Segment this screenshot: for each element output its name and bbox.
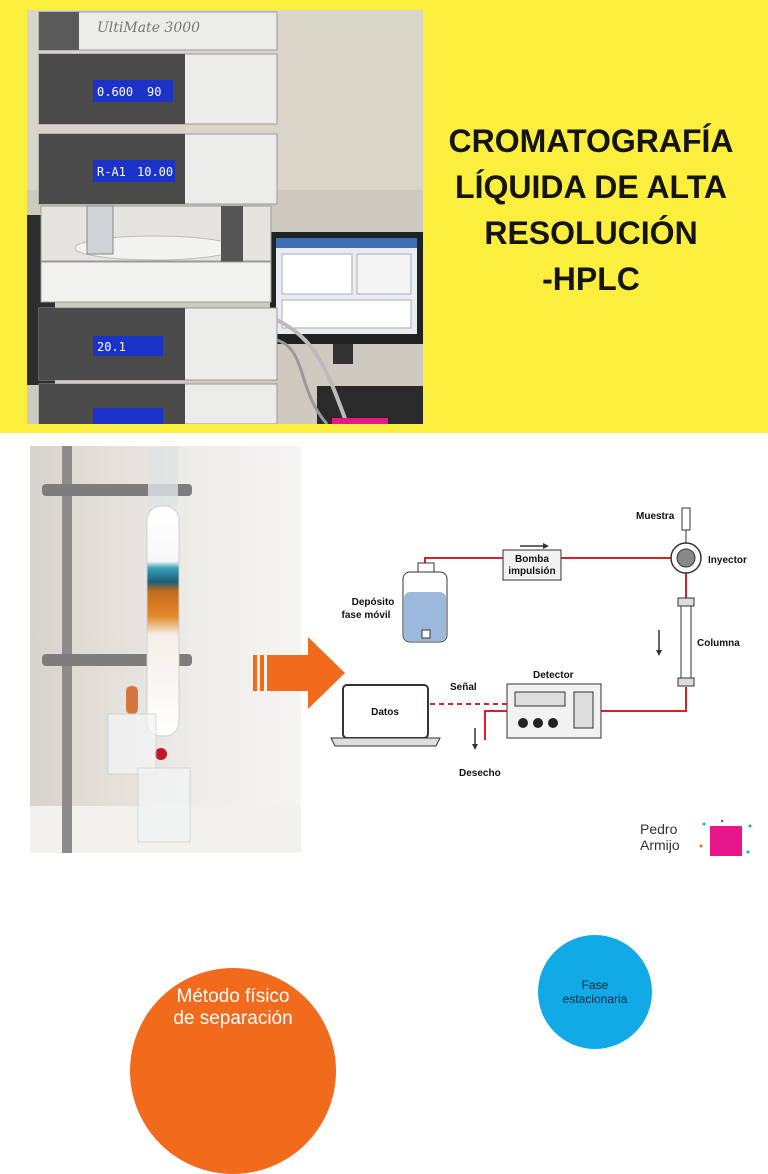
sample-syringe-icon	[681, 507, 691, 544]
hplc-instrument-illustration: UltiMate 3000 0.600 90 R-A1 10.00 20.1	[27, 10, 423, 424]
mobile-phase-reservoir	[402, 562, 448, 643]
blue-bubble: Fase estacionaria	[538, 935, 652, 1049]
author-first-name: Pedro	[640, 821, 678, 837]
laptop-icon: Datos	[330, 684, 441, 747]
author-name: Pedro Armijo	[640, 821, 680, 853]
sampler-position-readout: R-A1	[97, 165, 126, 179]
waste-arrow-icon	[472, 728, 478, 750]
injector-label: Inyector	[708, 555, 747, 566]
reservoir-label-line1: Depósito	[352, 597, 395, 608]
blue-bubble-line1: Fase	[581, 978, 609, 992]
injector-valve	[670, 542, 702, 574]
beaker	[137, 767, 191, 843]
ultimate-logo: UltiMate 3000	[97, 20, 200, 36]
pump-label-line1: Bomba	[515, 554, 549, 565]
orange-bubble: Método físico de separación	[130, 968, 336, 1174]
reservoir-label-line2: fase móvil	[342, 610, 391, 621]
pump-label-line2: impulsión	[508, 566, 555, 577]
glass-column	[146, 505, 180, 737]
column-tube	[656, 597, 695, 687]
orange-bubble-line1: Método físico	[176, 986, 290, 1007]
column-chromatography-illustration	[30, 446, 301, 853]
column-chromatography-photo	[30, 446, 301, 853]
pump-pressure-readout: 90	[147, 85, 161, 99]
detector-box	[506, 683, 602, 739]
author-last-name: Armijo	[640, 837, 680, 853]
stopcock	[155, 748, 167, 760]
orange-bubble-line2: de separación	[173, 1008, 293, 1029]
sample-label: Muestra	[636, 511, 675, 522]
blue-bubble-line2: estacionaria	[562, 992, 628, 1006]
detector-label: Detector	[533, 670, 574, 681]
title-line-4: -HPLC	[542, 261, 640, 297]
support-stand-rod	[62, 446, 72, 853]
pump-flow-readout: 0.600	[97, 85, 133, 99]
oven-temperature-readout: 20.1	[97, 340, 126, 354]
title-line-1: CROMATOGRAFÍA	[448, 123, 734, 159]
title-line-2: LÍQUIDA DE ALTA	[455, 169, 727, 205]
orange-arrow-icon	[253, 637, 345, 709]
hplc-schematic-diagram: Bomba impulsión	[253, 500, 768, 790]
waste-label: Desecho	[459, 768, 501, 779]
author-logo	[699, 819, 752, 856]
pump-box: Bomba impulsión	[502, 543, 562, 581]
sampler-volume-readout: 10.00	[137, 165, 173, 179]
title-line-3: RESOLUCIÓN	[484, 215, 698, 251]
hplc-instrument-photo: UltiMate 3000 0.600 90 R-A1 10.00 20.1	[27, 10, 423, 424]
laptop-label: Datos	[371, 707, 399, 718]
signal-label: Señal	[450, 682, 477, 693]
column-label: Columna	[697, 638, 740, 649]
page-title: CROMATOGRAFÍA LÍQUIDA DE ALTA RESOLUCIÓN…	[432, 118, 750, 302]
